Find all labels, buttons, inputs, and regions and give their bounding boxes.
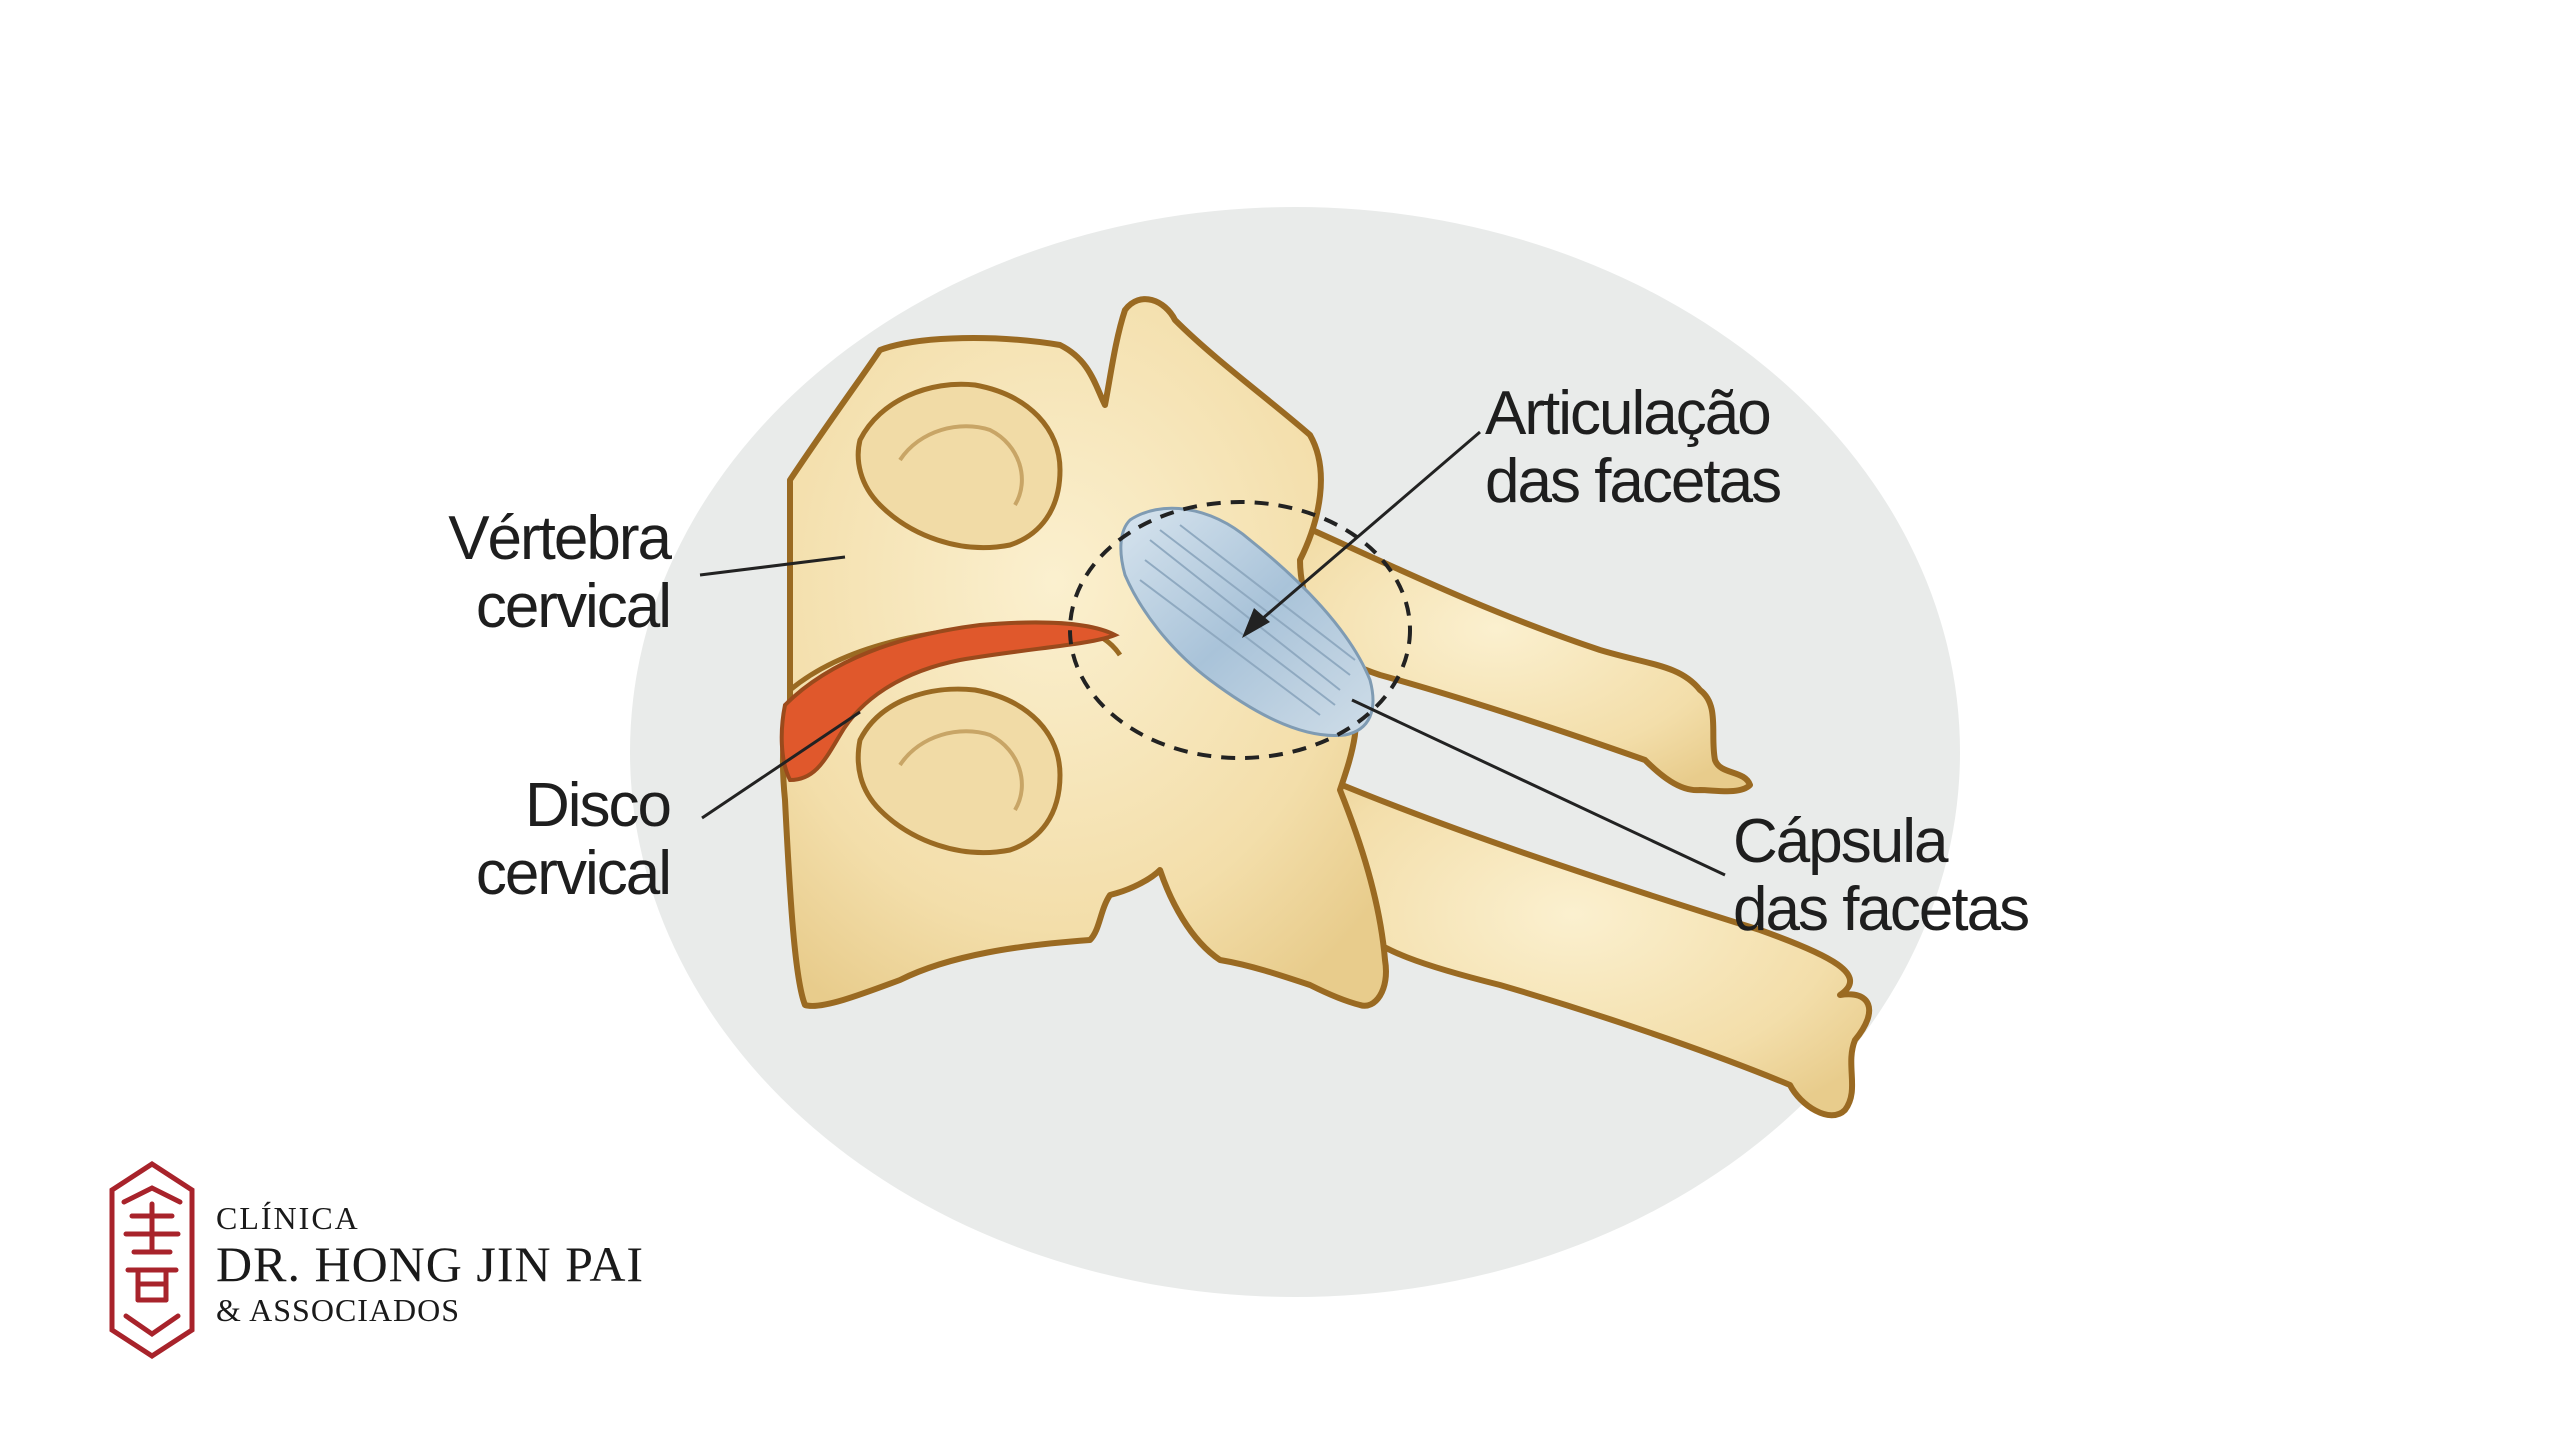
arrowhead-articulacao: [1242, 608, 1270, 638]
upper-spinous-process: [1287, 517, 1753, 795]
label-articulacao-line1: Articulação: [1485, 379, 1772, 448]
logo-line-doctor-name: DR. HONG JIN PAI: [216, 1236, 645, 1292]
clinic-logo-text: CLÍNICA DR. HONG JIN PAI & ASSOCIADOS: [216, 1200, 644, 1328]
upper-facet-hollow: [855, 381, 1063, 551]
leader-vertebra: [699, 555, 846, 577]
label-disco-line2: cervical: [475, 839, 672, 908]
label-disco-line1: Disco: [524, 771, 672, 840]
cervical-disc: [779, 620, 1120, 783]
label-vertebra-line1: Vértebra: [448, 504, 672, 573]
leader-capsula: [1351, 698, 1726, 877]
logo-line-associados: & ASSOCIADOS: [216, 1292, 461, 1328]
label-articulacao-facetas: Articulação das facetas: [1485, 379, 1782, 516]
label-capsula-line2: das facetas: [1733, 875, 2030, 944]
lower-facet-hollow: [855, 686, 1063, 856]
lower-spinous-process: [1327, 777, 1873, 1119]
facet-capsule: [1119, 506, 1375, 738]
label-vertebra-cervical: Vértebra cervical: [448, 504, 672, 641]
label-articulacao-line2: das facetas: [1485, 447, 1782, 516]
label-capsula-line1: Cápsula: [1733, 807, 1948, 876]
label-vertebra-line2: cervical: [475, 572, 672, 641]
red-chinese-seal-icon: [109, 1161, 195, 1359]
label-capsula-facetas: Cápsula das facetas: [1733, 807, 2030, 944]
logo-line-clinica: CLÍNICA: [216, 1200, 360, 1236]
label-disco-cervical: Disco cervical: [475, 771, 672, 908]
leader-disco: [701, 710, 861, 820]
leader-articulacao: [1254, 430, 1481, 627]
facet-joint-highlight: [1068, 500, 1412, 760]
clinic-logo: CLÍNICA DR. HONG JIN PAI & ASSOCIADOS: [108, 1160, 668, 1360]
